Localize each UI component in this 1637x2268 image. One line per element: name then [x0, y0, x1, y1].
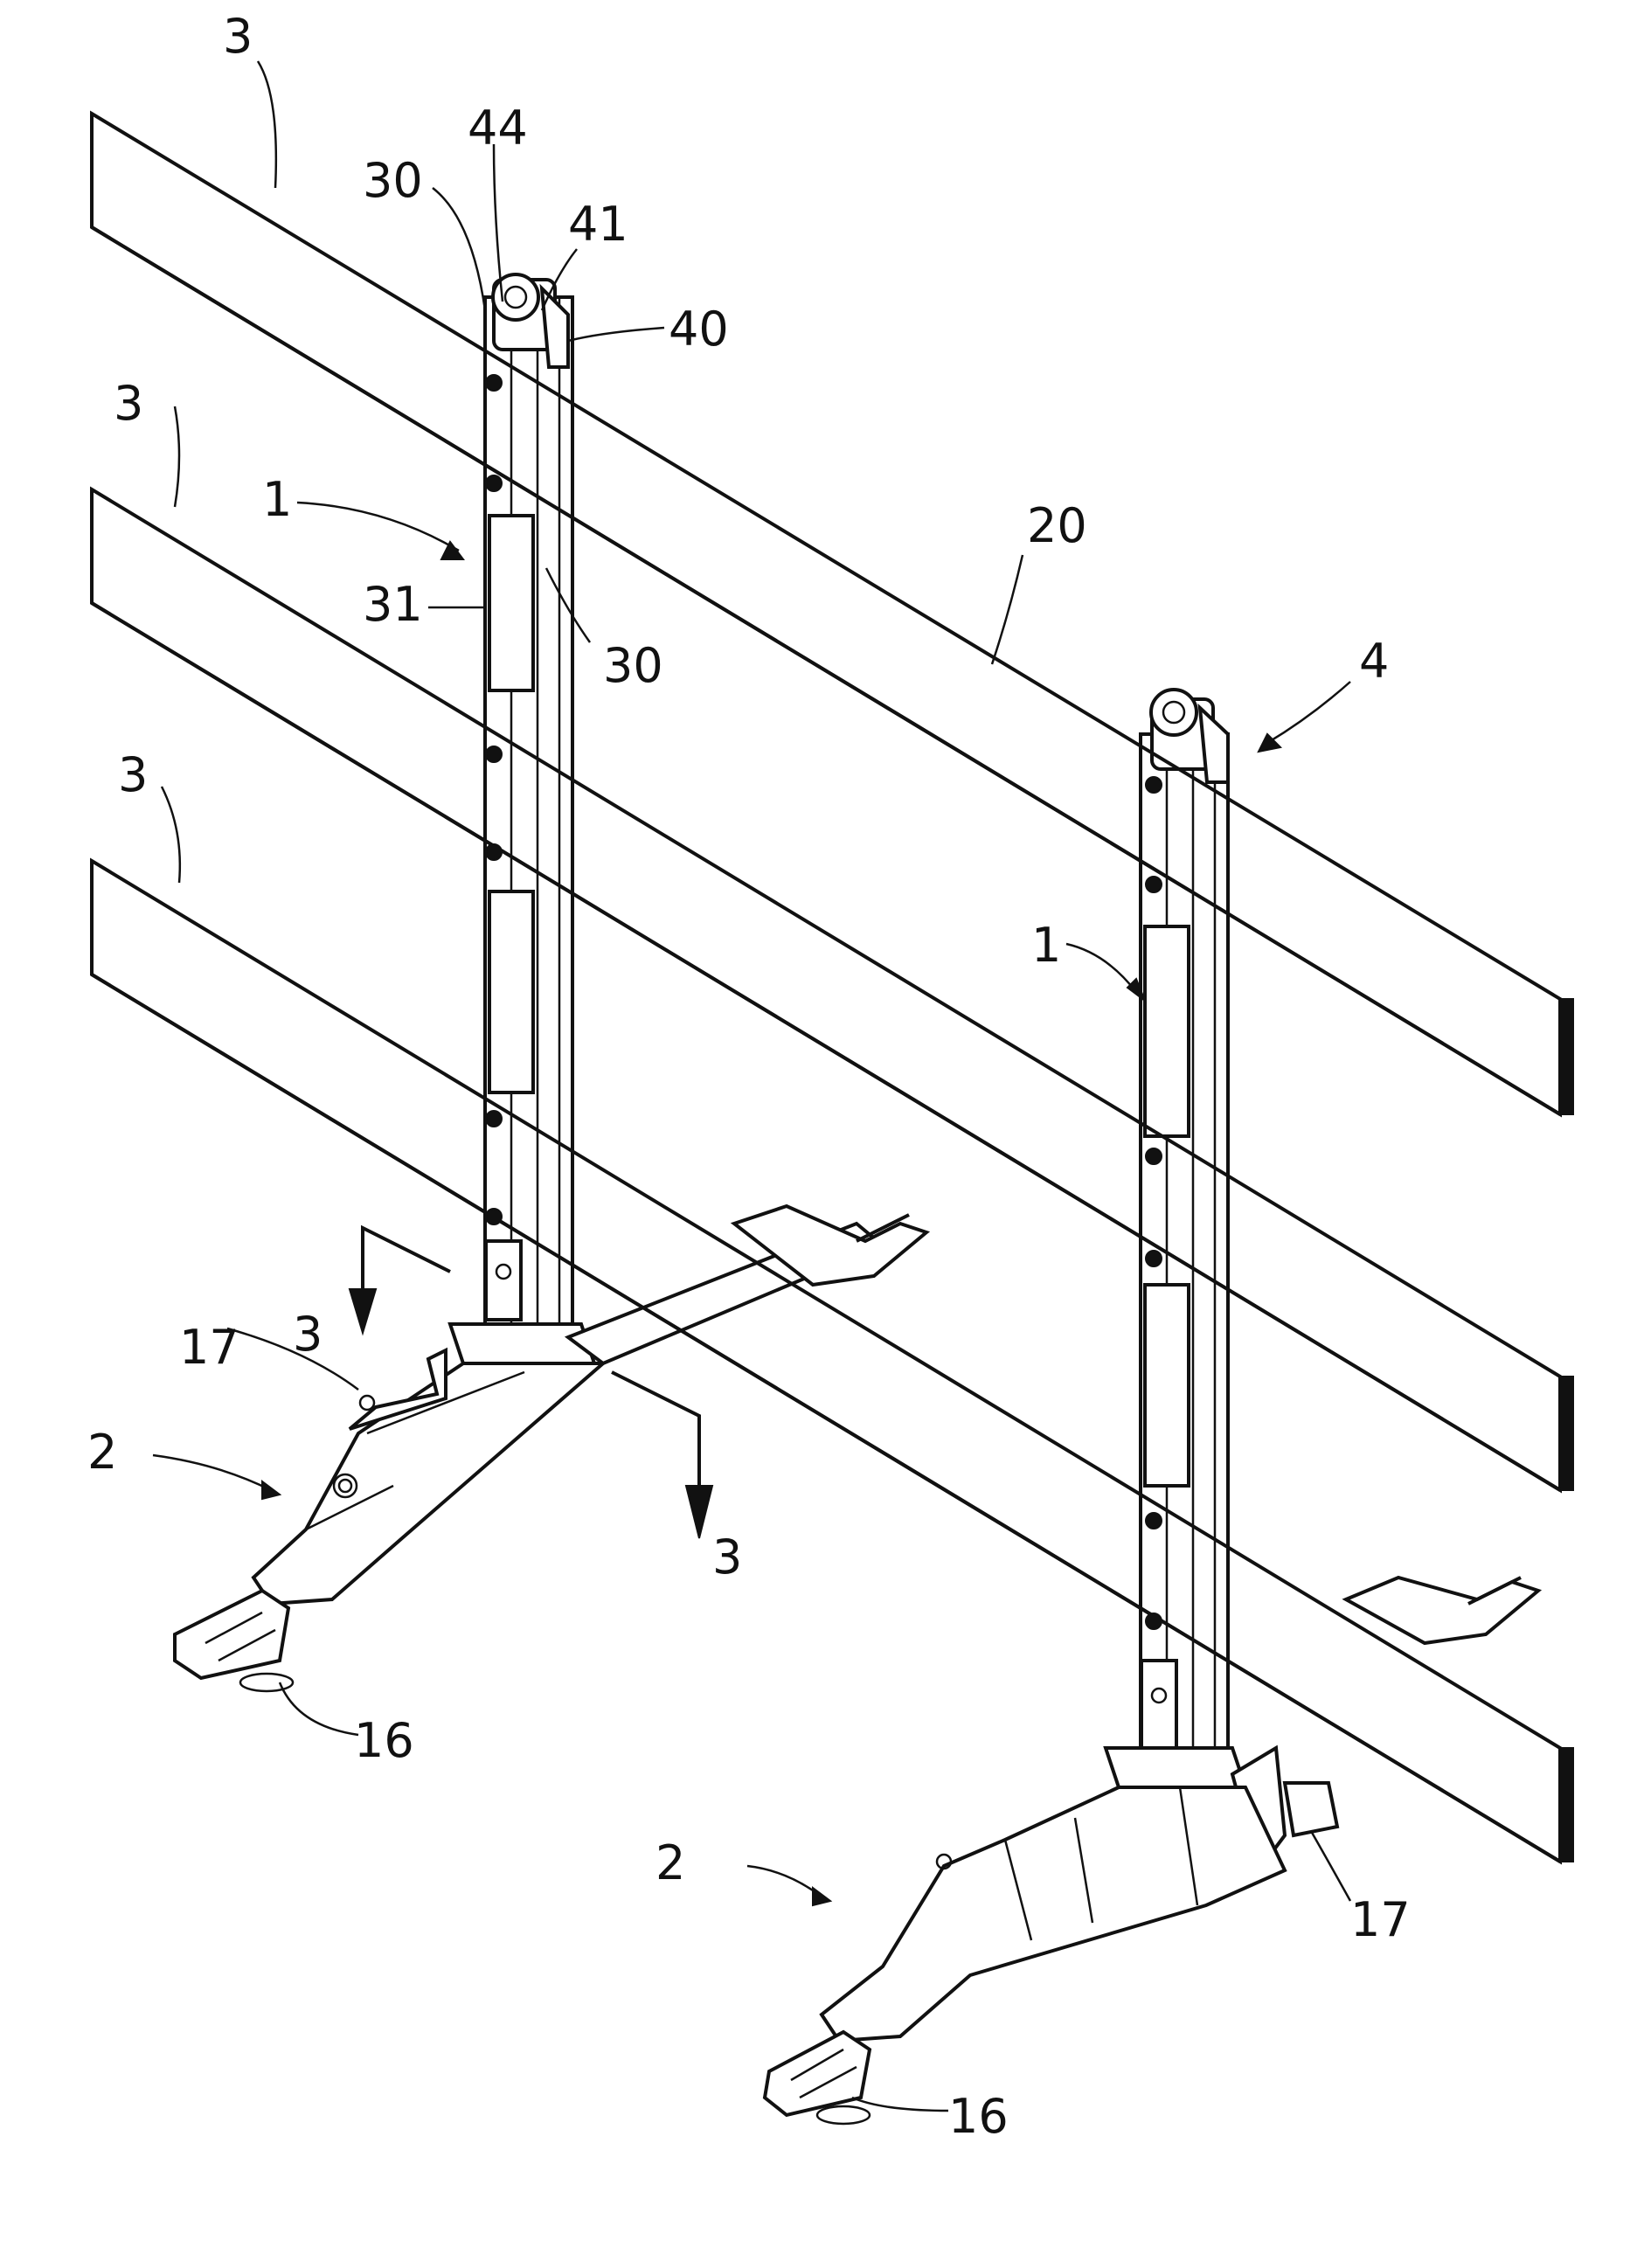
label-2-left: 2: [87, 1425, 117, 1480]
right-post-slot-lower: [1145, 1285, 1189, 1486]
label-section-3-right: 3: [712, 1529, 742, 1585]
label-44: 44: [468, 101, 528, 156]
label-rail-middle: 3: [114, 376, 143, 431]
label-rail-lower: 3: [118, 747, 148, 802]
label-16-right: 16: [948, 2089, 1009, 2144]
label-17-right: 17: [1350, 1892, 1411, 1947]
left-post-slot-upper: [489, 516, 533, 690]
label-1-right: 1: [1031, 918, 1061, 973]
lifting-eye-right: [1151, 690, 1228, 782]
label-30-top: 30: [363, 153, 423, 208]
left-post-front-brackets: [486, 1241, 521, 1320]
label-1-left: 1: [262, 472, 292, 527]
right-post-slot-upper: [1145, 926, 1189, 1136]
label-17-left: 17: [179, 1320, 239, 1375]
label-2-right: 2: [655, 1835, 685, 1890]
label-16-left: 16: [354, 1713, 414, 1768]
right-post-front-brackets: [1141, 1661, 1176, 1748]
label-20: 20: [1027, 498, 1087, 553]
label-30-mid: 30: [603, 638, 663, 693]
label-4: 4: [1359, 634, 1389, 689]
label-section-3-left: 3: [293, 1307, 323, 1362]
left-post-slot-lower: [489, 891, 533, 1092]
label-31: 31: [363, 577, 423, 632]
label-40: 40: [669, 302, 729, 357]
left-post: [485, 297, 572, 1337]
label-41: 41: [568, 197, 628, 252]
label-rail-upper: 3: [223, 9, 253, 64]
rail-upper: [92, 114, 1573, 1114]
